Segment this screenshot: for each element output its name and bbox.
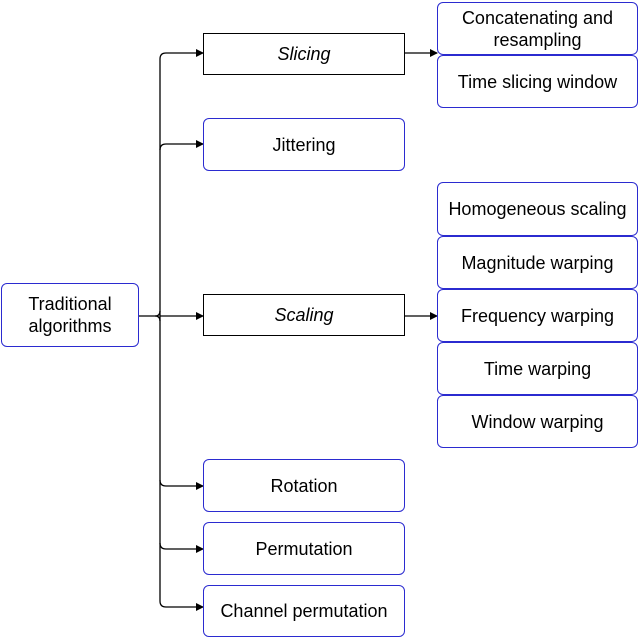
- jittering-label: Jittering: [272, 134, 336, 155]
- node-concatenating-and-resampling: Concatenating and resampling: [437, 2, 638, 55]
- trunk-line: [159, 52, 167, 608]
- scaling-label: Scaling: [274, 305, 334, 325]
- time-slicing-window-label: Time slicing window: [457, 71, 618, 92]
- time-warping-label: Time warping: [483, 358, 592, 379]
- frequency-warping-label: Frequency warping: [460, 305, 615, 326]
- node-magnitude-warping: Magnitude warping: [437, 236, 638, 289]
- homogeneous-scaling-label: Homogeneous scaling: [448, 199, 627, 219]
- concat-label-line2: resampling: [493, 29, 582, 50]
- channel-permutation-label: Channel permutation: [220, 601, 388, 621]
- root-node-traditional-algorithms: Traditional algorithms: [1, 283, 139, 347]
- node-slicing: Slicing: [203, 33, 405, 75]
- node-frequency-warping: Frequency warping: [437, 289, 638, 342]
- node-rotation: Rotation: [203, 459, 405, 512]
- root-label-line2: algorithms: [28, 316, 112, 336]
- magnitude-warping-label: Magnitude warping: [461, 252, 614, 273]
- node-time-warping: Time warping: [437, 342, 638, 395]
- root-label-line1: Traditional: [28, 294, 112, 314]
- concat-label-line1: Concatenating and: [461, 7, 614, 28]
- node-permutation: Permutation: [203, 522, 405, 575]
- node-scaling: Scaling: [203, 294, 405, 336]
- permutation-label: Permutation: [255, 538, 353, 559]
- node-time-slicing-window: Time slicing window: [437, 55, 638, 108]
- node-channel-permutation: Channel permutation: [203, 585, 405, 637]
- rotation-label: Rotation: [270, 475, 338, 496]
- node-jittering: Jittering: [203, 118, 405, 171]
- node-window-warping: Window warping: [437, 395, 638, 448]
- slicing-label: Slicing: [277, 44, 331, 64]
- window-warping-label: Window warping: [471, 411, 604, 432]
- node-homogeneous-scaling: Homogeneous scaling: [437, 182, 638, 236]
